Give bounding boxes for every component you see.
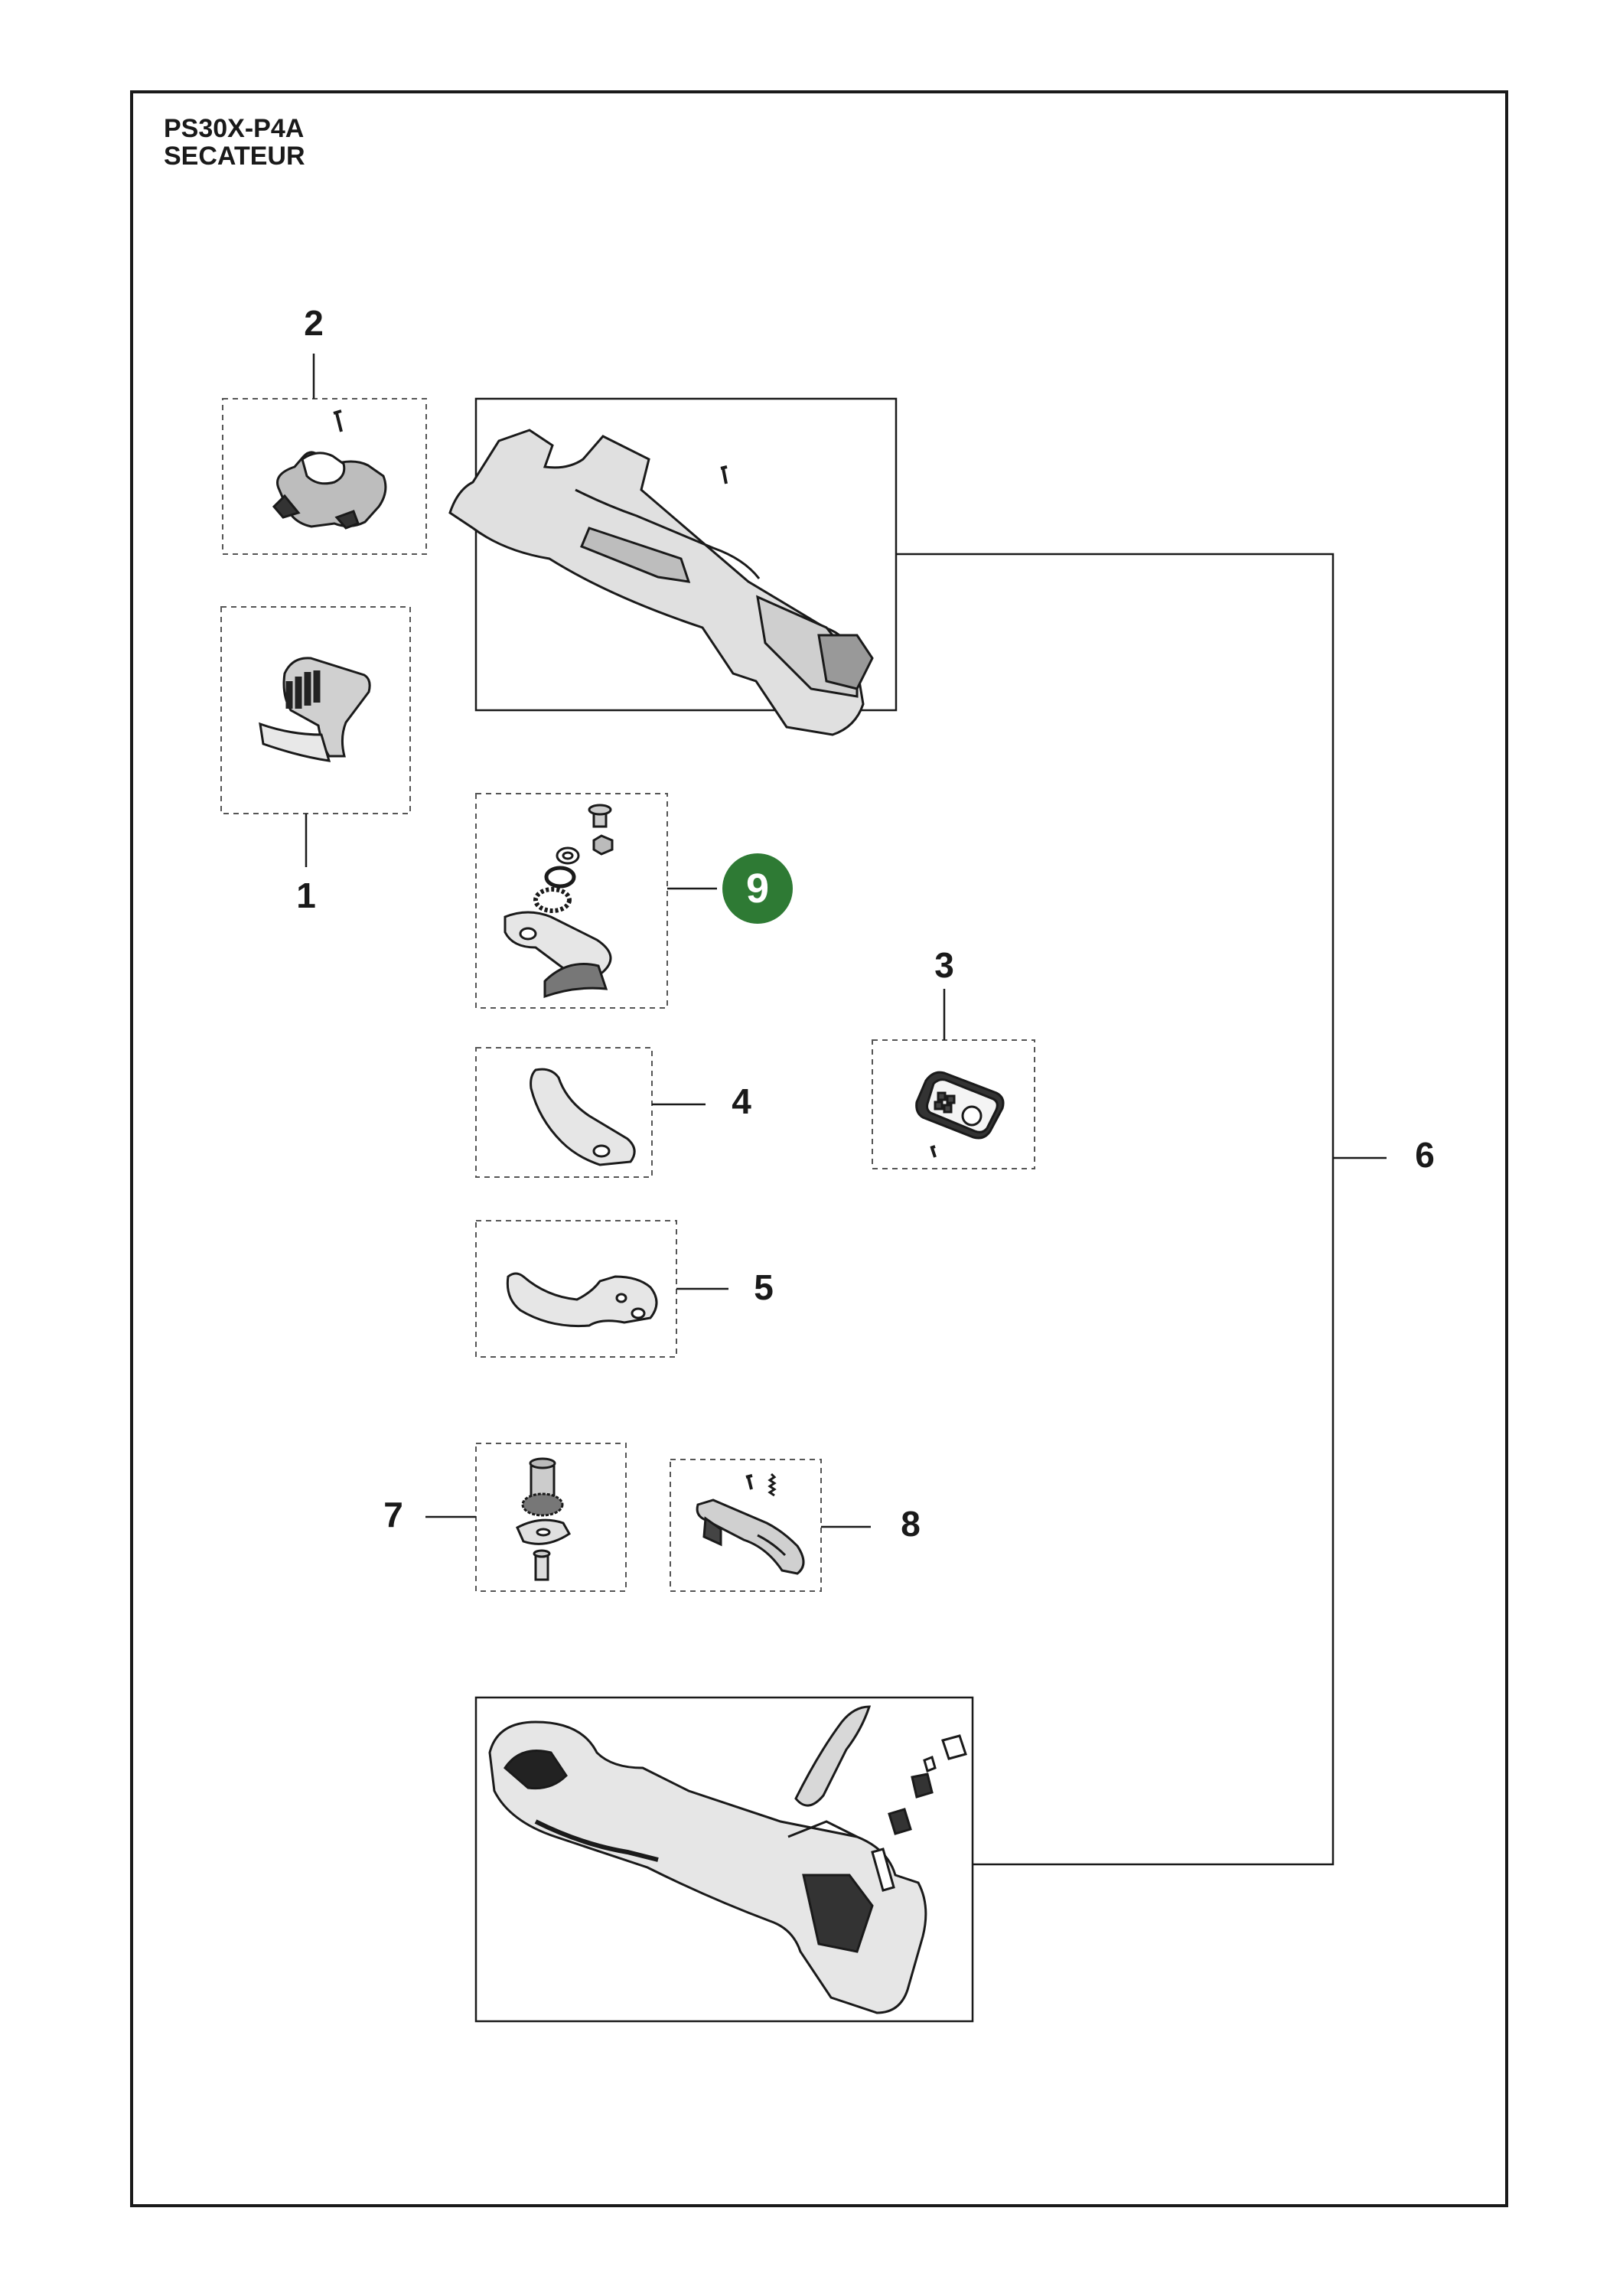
part-7-frame: [425, 1443, 627, 1592]
part-5-frame: [475, 1220, 728, 1358]
callout-4[interactable]: 4: [732, 1081, 751, 1121]
part-9-illustration: [504, 804, 614, 999]
part-1-illustration: [259, 657, 371, 762]
part-3-illustration: [915, 1071, 1005, 1158]
callout-3[interactable]: 3: [934, 945, 954, 985]
part-4-frame: [475, 1047, 706, 1178]
part-1-frame: [220, 606, 411, 867]
callout-7[interactable]: 7: [383, 1495, 403, 1534]
part-8-illustration: [696, 1473, 805, 1575]
part-9-frame: [475, 793, 717, 1009]
part-8-frame: [670, 1459, 871, 1592]
lower-housing-frame: [474, 1696, 974, 2023]
callout-5[interactable]: 5: [754, 1267, 774, 1307]
model-number: PS30X-P4A: [164, 114, 305, 143]
part-3-frame: [872, 989, 1035, 1169]
part-5-illustration: [506, 1272, 658, 1328]
product-name: SECATEUR: [164, 142, 305, 171]
upper-housing-illustration: [448, 429, 874, 736]
callout-8[interactable]: 8: [901, 1504, 921, 1544]
page-frame: [130, 90, 1508, 2207]
part-2-illustration: [272, 409, 387, 530]
part-7-illustration: [516, 1457, 571, 1581]
callout-2[interactable]: 2: [304, 303, 324, 343]
callout-6[interactable]: 6: [1415, 1135, 1435, 1175]
part-2-frame: [222, 354, 427, 555]
callout-9-highlight-badge[interactable]: 9: [722, 853, 793, 924]
callout-1[interactable]: 1: [296, 876, 316, 915]
part-6-bracket: [896, 553, 1387, 1866]
lower-housing-illustration: [488, 1705, 967, 2014]
part-4-illustration: [530, 1068, 636, 1166]
